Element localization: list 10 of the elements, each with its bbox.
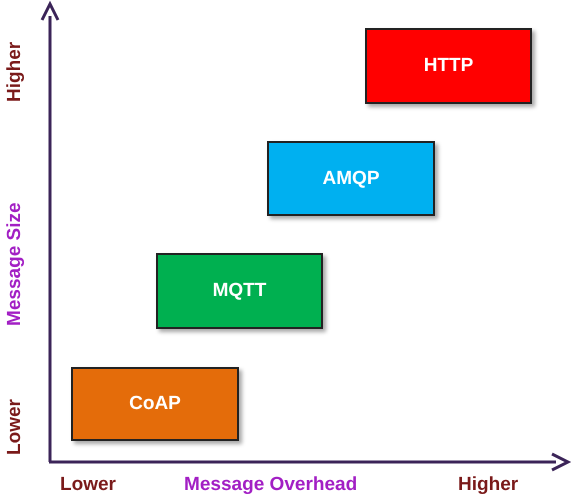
axis-title: Message Overhead xyxy=(184,474,358,496)
protocol-box: AMQP xyxy=(267,141,435,216)
axis-end-label: Higher xyxy=(458,474,518,496)
protocol-box: HTTP xyxy=(365,28,532,104)
axis-end-label: Lower xyxy=(4,399,26,455)
axis-end-label: Higher xyxy=(4,42,26,102)
protocol-box: CoAP xyxy=(71,367,239,441)
protocol-box: MQTT xyxy=(156,253,323,329)
axis-end-label: Lower xyxy=(60,474,116,496)
axis-title: Message Size xyxy=(4,202,26,326)
